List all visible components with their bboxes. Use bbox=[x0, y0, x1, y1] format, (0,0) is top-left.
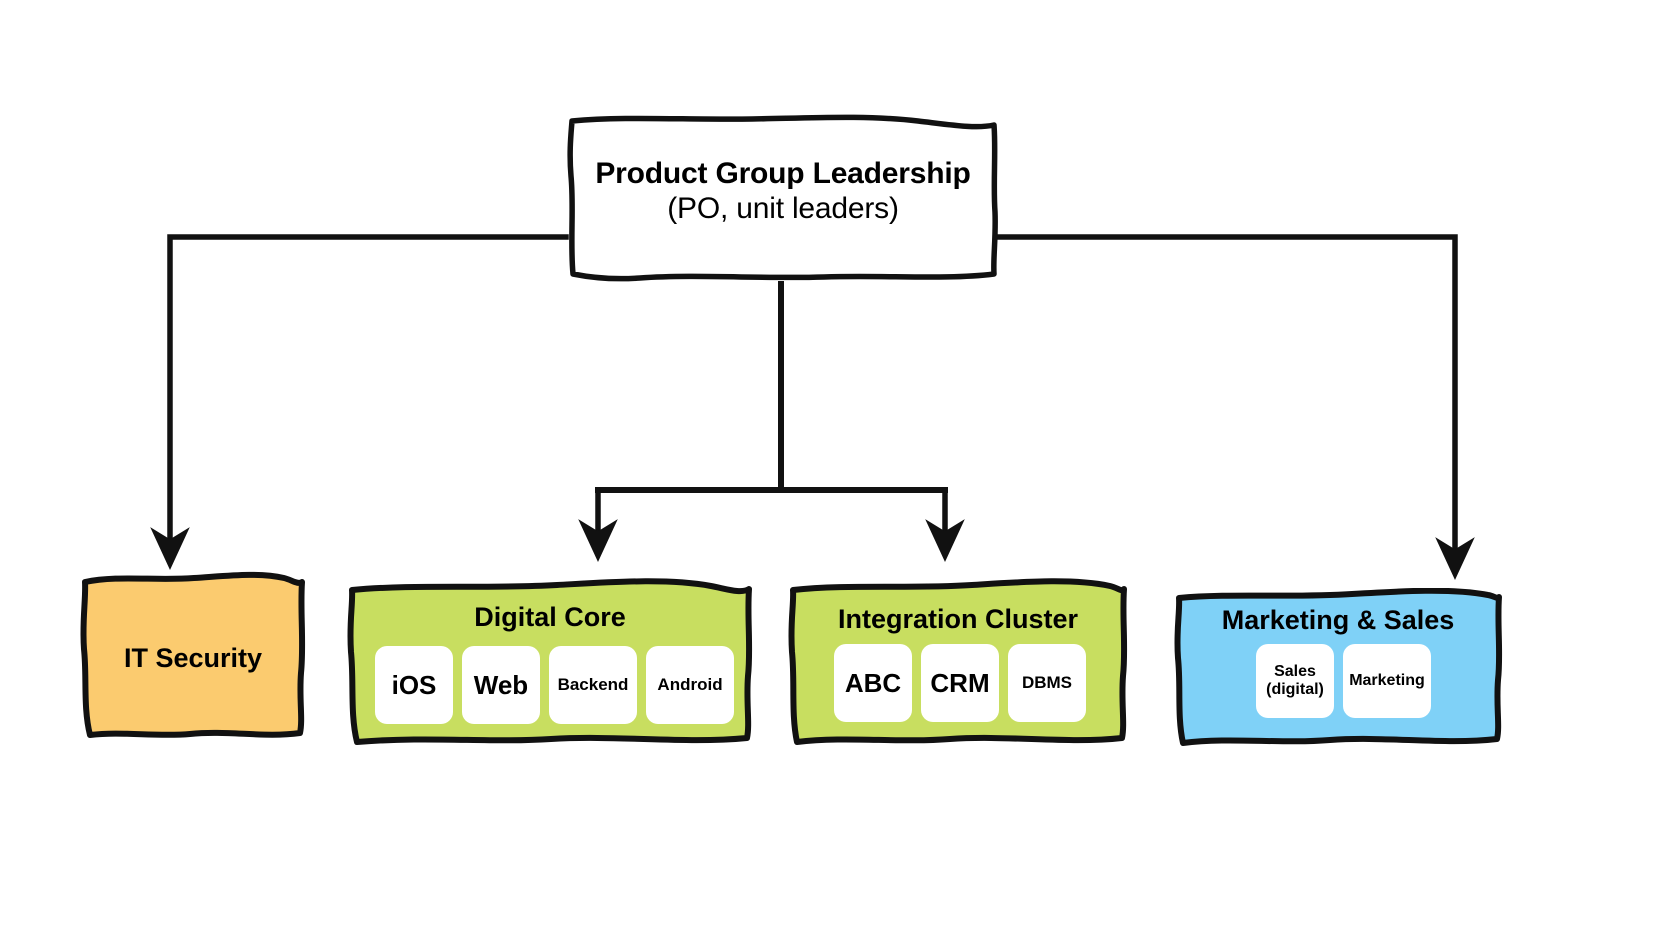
node-it-security[interactable]: IT Security bbox=[78, 567, 308, 741]
node-marketing-and-sales[interactable]: Marketing & Sales Sales (digital) Market… bbox=[1172, 588, 1504, 746]
node-integration-cluster[interactable]: Integration Cluster ABC CRM DBMS bbox=[786, 578, 1130, 746]
connector-root-to-it-security bbox=[150, 234, 569, 571]
marketing-and-sales-title: Marketing & Sales bbox=[1221, 605, 1455, 635]
it-security-title: IT Security bbox=[123, 643, 263, 673]
node-digital-core[interactable]: Digital Core iOS Web Backend Android bbox=[345, 578, 755, 746]
root-node-label: Product Group Leadership (PO, unit leade… bbox=[566, 156, 1000, 227]
chip-abc[interactable]: ABC bbox=[834, 644, 912, 722]
root-title-strong: Product Group Leadership bbox=[595, 157, 971, 190]
integration-cluster-title: Integration Cluster bbox=[837, 604, 1079, 634]
chip-web[interactable]: Web bbox=[462, 646, 540, 724]
chip-ios[interactable]: iOS bbox=[375, 646, 453, 724]
digital-core-chip-group: iOS Web Backend Android bbox=[375, 646, 734, 724]
node-product-group-leadership[interactable]: Product Group Leadership (PO, unit leade… bbox=[566, 112, 1000, 284]
chip-marketing[interactable]: Marketing bbox=[1343, 644, 1431, 718]
chip-dbms[interactable]: DBMS bbox=[1008, 644, 1086, 722]
chip-crm[interactable]: CRM bbox=[921, 644, 999, 722]
digital-core-title: Digital Core bbox=[474, 602, 626, 632]
integration-cluster-chip-group: ABC CRM DBMS bbox=[834, 644, 1086, 722]
chip-backend[interactable]: Backend bbox=[549, 646, 637, 724]
chip-android[interactable]: Android bbox=[646, 646, 734, 724]
marketing-and-sales-chip-group: Sales (digital) Marketing bbox=[1256, 644, 1431, 718]
connector-root-to-marketing-and-sales bbox=[997, 234, 1475, 581]
chip-sales-digital[interactable]: Sales (digital) bbox=[1256, 644, 1334, 718]
root-title-light: (PO, unit leaders) bbox=[667, 192, 899, 226]
